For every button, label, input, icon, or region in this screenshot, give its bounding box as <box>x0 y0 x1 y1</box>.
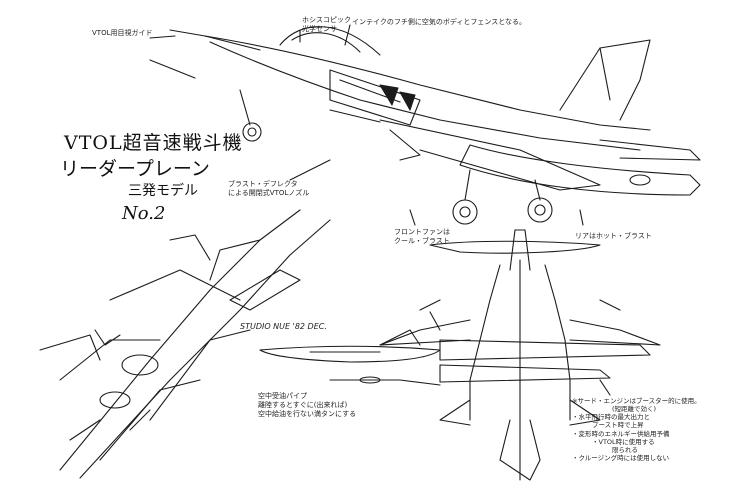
middle-side-view <box>259 329 441 386</box>
note-thrust-deflector: ブラスト・デフレクタ による開閉式VTOLノズル <box>228 180 309 198</box>
note-rear-hot: リアはホット・ブラスト <box>575 232 652 240</box>
note-refuel-pipe: 空中受油パイプ 離陸するとすぐに(出来れば) 空中給油を行ない満タンにする <box>258 392 356 418</box>
note-line: 限られる <box>612 445 638 454</box>
note-vtol-guide: VTOL用目視ガイド <box>92 29 153 37</box>
note-line: クール・ブラスト <box>394 236 450 245</box>
note-line: ※サード・エンジンはブースター的に使用。 <box>572 397 701 405</box>
note-line: ・VTOL時に使用する <box>592 437 655 446</box>
title-line-1: VTOL超音速戦斗機 <box>64 132 243 154</box>
note-line: 光学センサ <box>302 24 337 33</box>
note-stereo-camera: ホシスコピック 光学センサ <box>302 16 351 34</box>
note-line: 空中給油を行ない満タンにする <box>258 409 357 418</box>
note-line: ・水平飛行時の最大出力と <box>572 413 650 422</box>
note-line: ホシスコピック <box>302 16 351 24</box>
title-line-4: No.2 <box>122 203 166 224</box>
signature: STUDIO NUE '82 DEC. <box>240 322 327 331</box>
note-line: (短距離で効く) <box>612 405 657 414</box>
note-line: ブースト時で上昇 <box>592 421 644 430</box>
title-line-3: 三発モデル <box>128 183 198 199</box>
note-line: 離陸するとすぐに(出来れば) <box>258 400 348 409</box>
perspective-view-aircraft <box>39 209 331 479</box>
note-line: による開閉式VTOLノズル <box>228 188 310 197</box>
note-third-engine: ※サード・エンジンはブースター的に使用。 (短距離で効く) ・水平飛行時の最大出… <box>572 397 701 462</box>
title-line-2: リーダープレーン <box>60 158 210 180</box>
note-line: フロントファンは <box>394 228 450 236</box>
note-intake: インテイクのフチ側に空気のボディとフェンスとなる。 <box>352 18 527 26</box>
note-line: ブラスト・デフレクタ <box>228 180 298 188</box>
note-line: ・変形時のエネルギー供給用予備 <box>572 429 670 438</box>
planform-view <box>379 229 661 481</box>
note-front-fan: フロントファンは クール・ブラスト <box>394 228 450 246</box>
note-line: 空中受油パイプ <box>258 392 307 400</box>
note-line: ・クルージング時には使用しない <box>572 453 670 462</box>
side-view-aircraft <box>149 26 701 225</box>
